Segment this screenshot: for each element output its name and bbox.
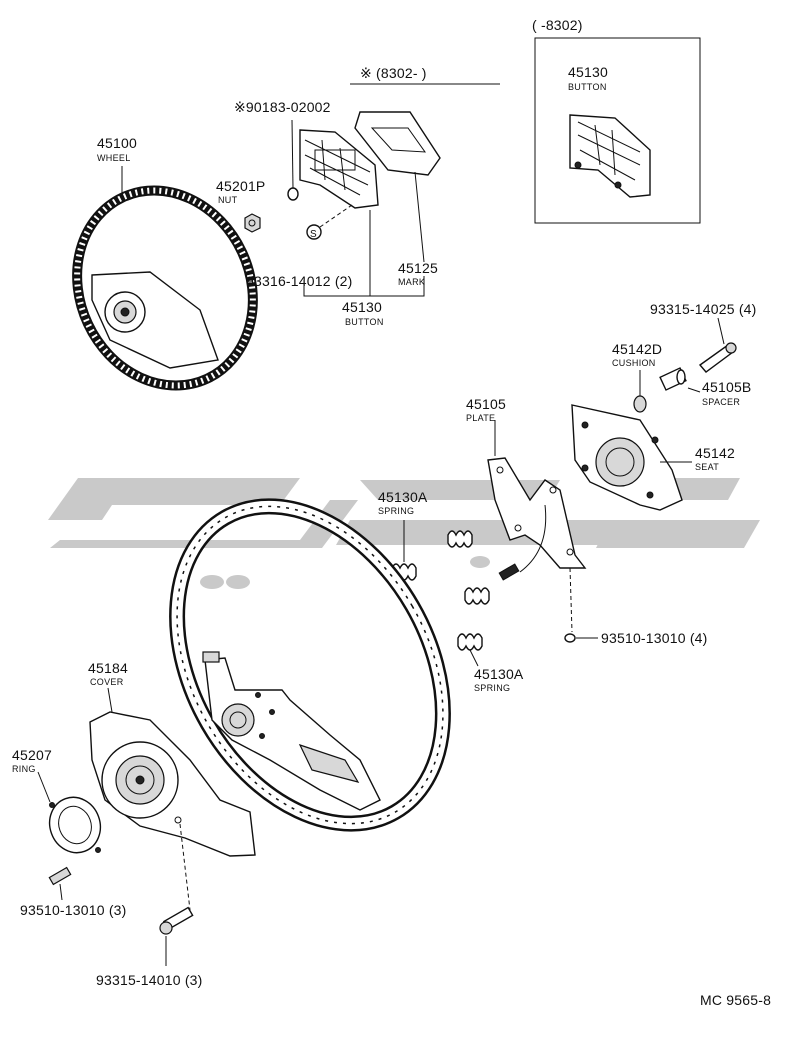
label-45130-box-number: 45130: [568, 64, 608, 80]
horn-button: [299, 129, 379, 209]
label-45130-number: 45130: [342, 299, 382, 315]
label-45130A-1-number: 45130A: [378, 489, 428, 505]
screw-93510-4: [564, 633, 576, 643]
label-45100-name: WHEEL: [97, 153, 131, 163]
label-45130-name: BUTTON: [345, 317, 384, 327]
label-90183-number: ※90183-02002: [234, 99, 331, 115]
new-range-label: ※ (8302- ): [360, 65, 427, 81]
leader-spring-2: [469, 649, 479, 667]
label-93316-number: 93316-14012 (2): [246, 273, 353, 289]
label-45125-name: MARK: [398, 277, 425, 287]
leader-45125: [414, 171, 425, 263]
horn-mark: [354, 111, 441, 176]
wheel-large: [169, 498, 451, 832]
label-45105B-number: 45105B: [702, 379, 751, 395]
label-45105-number: 45105: [466, 396, 506, 412]
leader-45184: [107, 687, 113, 713]
label-45184-number: 45184: [88, 660, 128, 676]
old-button-box: [534, 37, 701, 224]
dash-93315-14010: [179, 823, 191, 911]
leader-93315-14025: [717, 317, 725, 345]
label-45207-number: 45207: [12, 747, 52, 763]
dash-93510-4: [569, 567, 573, 633]
label-93315-14010-number: 93315-14010 (3): [96, 972, 203, 988]
bolt-90183: [287, 119, 299, 201]
bolt-93315-14025: [698, 342, 737, 373]
wheel-small: [72, 185, 258, 391]
button-old-variant: [569, 114, 651, 198]
cover-45184: [89, 711, 256, 857]
leader-45105B: [687, 387, 701, 393]
old-range-label: ( -8302): [532, 17, 583, 33]
label-45142D-name: CUSHION: [612, 358, 656, 368]
label-45142-number: 45142: [695, 445, 735, 461]
label-45142-name: SEAT: [695, 462, 719, 472]
label-45130A-2-name: SPRING: [474, 683, 510, 693]
screw-marker: S: [306, 204, 353, 240]
s-marker-label: S: [310, 229, 317, 240]
diagram-code: MC 9565-8: [700, 992, 771, 1008]
spacer-45105B: [659, 367, 687, 391]
ring-45207: [48, 796, 102, 854]
label-45130-box-name: BUTTON: [568, 82, 607, 92]
label-45184-name: COVER: [90, 677, 124, 687]
screw-93510-3: [48, 866, 72, 886]
label-93510-3-number: 93510-13010 (3): [20, 902, 127, 918]
label-45125-number: 45125: [398, 260, 438, 276]
label-45207-name: RING: [12, 764, 36, 774]
label-45201P-name: NUT: [218, 195, 238, 205]
leader-45207: [37, 771, 51, 803]
label-45142D-number: 45142D: [612, 341, 662, 357]
screw-93315-14010: [159, 906, 194, 935]
label-93315-14025-number: 93315-14025 (4): [650, 301, 757, 317]
cushion-45142D: [633, 395, 647, 413]
label-45100-number: 45100: [97, 135, 137, 151]
label-45130A-2-number: 45130A: [474, 666, 524, 682]
label-93510-4-number: 93510-13010 (4): [601, 630, 708, 646]
leader-93510-3: [59, 883, 63, 901]
label-45105-name: PLATE: [466, 413, 495, 423]
seat-45142: [571, 404, 683, 511]
label-45105B-name: SPACER: [702, 397, 740, 407]
plate-45105: [487, 457, 587, 581]
nut-45201P: [244, 213, 261, 233]
bracket-top: [303, 276, 425, 297]
springs: [391, 530, 490, 651]
label-45201P-number: 45201P: [216, 178, 265, 194]
label-45130A-1-name: SPRING: [378, 506, 414, 516]
